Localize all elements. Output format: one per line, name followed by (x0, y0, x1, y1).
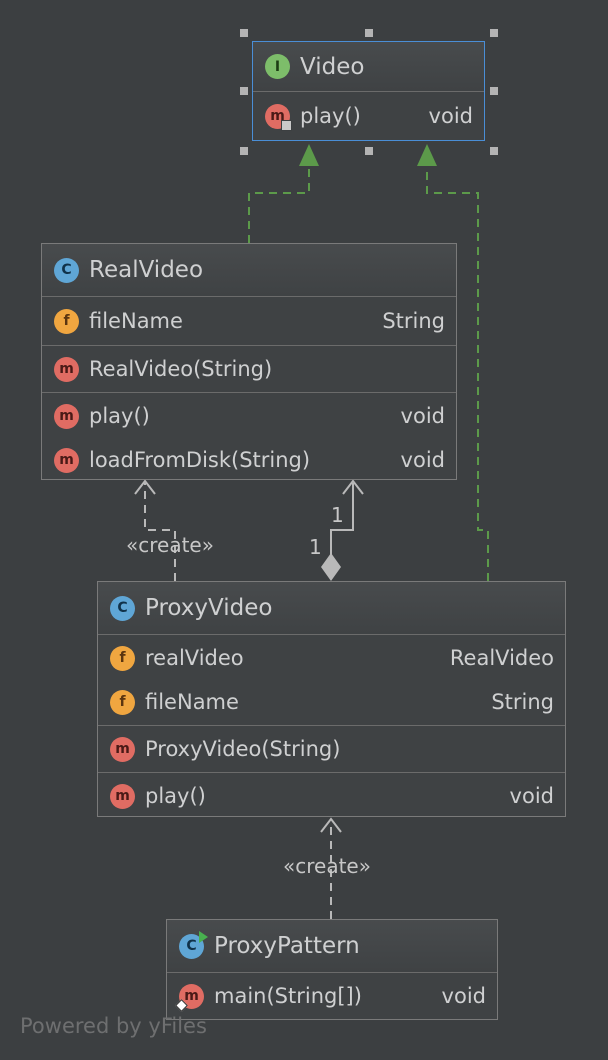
field-row[interactable]: f fileName String (42, 299, 456, 343)
method-icon: m (265, 103, 292, 131)
field-type: RealVideo (449, 646, 554, 670)
field-type: String (491, 690, 554, 714)
selection-handle[interactable] (240, 29, 248, 37)
method-row[interactable]: m play() void (253, 92, 484, 140)
composition-edge-proxyvideo-realvideo[interactable] (321, 479, 364, 581)
class-title: Video (300, 53, 365, 80)
field-row[interactable]: f realVideo RealVideo (98, 636, 565, 680)
method-icon: m (110, 783, 135, 809)
class-title: ProxyVideo (145, 595, 273, 621)
selection-handle[interactable] (490, 87, 498, 95)
method-row[interactable]: m play() void (98, 774, 565, 818)
selection-handle[interactable] (365, 29, 373, 37)
method-icon: m (54, 403, 79, 429)
method-name: play() (89, 404, 150, 428)
constructor-row[interactable]: m ProxyVideo(String) (98, 727, 565, 771)
constructor-name: RealVideo(String) (89, 357, 273, 381)
class-header: C ProxyPattern (167, 920, 497, 973)
methods-section: m play() void (98, 773, 565, 819)
method-icon: m (54, 356, 79, 382)
method-row[interactable]: m loadFromDisk(String) void (42, 438, 456, 482)
selection-handle[interactable] (240, 87, 248, 95)
selection-handle[interactable] (365, 147, 373, 155)
method-icon: m (54, 447, 79, 473)
field-icon: f (110, 689, 135, 715)
method-icon: m (179, 983, 204, 1009)
constructor-row[interactable]: m RealVideo(String) (42, 347, 456, 391)
field-name: fileName (145, 690, 239, 714)
constructor-name: ProxyVideo(String) (145, 737, 341, 761)
method-name: main(String[]) (214, 984, 362, 1008)
field-type: String (382, 309, 445, 333)
method-name: play() (300, 104, 361, 128)
method-icon: m (110, 736, 135, 762)
method-row[interactable]: m play() void (42, 394, 456, 438)
create-stereotype-label: «create» (126, 533, 214, 557)
realization-edge-realvideo-video[interactable] (248, 144, 319, 243)
class-header: C RealVideo (42, 244, 456, 297)
field-icon: f (54, 308, 79, 334)
methods-section: m main(String[]) void (167, 973, 497, 1019)
powered-by-watermark: Powered by yFiles (20, 1014, 207, 1038)
field-icon: f (110, 645, 135, 671)
class-header: C ProxyVideo (98, 582, 565, 635)
runnable-class-icon: C (179, 930, 208, 959)
class-node-realvideo[interactable]: C RealVideo f fileName String m RealVide… (41, 243, 457, 480)
method-name: play() (145, 784, 206, 808)
create-dependency-edge-proxyvideo-realvideo[interactable] (134, 479, 176, 581)
multiplicity-label: 1 (331, 503, 344, 527)
class-title: ProxyPattern (214, 933, 360, 959)
class-icon: C (54, 257, 79, 283)
constructors-section: m ProxyVideo(String) (98, 726, 565, 773)
create-dependency-edge-proxypattern-proxyvideo[interactable] (320, 817, 342, 919)
create-stereotype-label: «create» (283, 854, 371, 878)
selection-handle[interactable] (490, 29, 498, 37)
constructors-section: m RealVideo(String) (42, 346, 456, 393)
class-node-video[interactable]: I Video m play() void (252, 41, 485, 141)
selection-handle[interactable] (240, 147, 248, 155)
interface-icon: I (265, 54, 290, 79)
fields-section: f realVideo RealVideo f fileName String (98, 635, 565, 726)
fields-section: f fileName String (42, 297, 456, 346)
field-row[interactable]: f fileName String (98, 680, 565, 724)
method-return-type: void (509, 784, 554, 808)
method-return-type: void (400, 448, 445, 472)
method-return-type: void (441, 984, 486, 1008)
multiplicity-label: 1 (309, 535, 322, 559)
class-icon: C (110, 595, 135, 621)
method-return-type: void (428, 104, 473, 128)
realization-edge-proxyvideo-video[interactable] (417, 144, 489, 581)
methods-section: m play() void m loadFromDisk(String) voi… (42, 393, 456, 483)
selection-handle[interactable] (490, 147, 498, 155)
method-row[interactable]: m main(String[]) void (167, 974, 497, 1018)
class-header: I Video (253, 42, 484, 92)
class-node-proxyvideo[interactable]: C ProxyVideo f realVideo RealVideo f fil… (97, 581, 566, 817)
class-title: RealVideo (89, 257, 204, 283)
methods-section: m play() void (253, 92, 484, 140)
class-node-proxypattern[interactable]: C ProxyPattern m main(String[]) void (166, 919, 498, 1020)
method-return-type: void (400, 404, 445, 428)
field-name: fileName (89, 309, 183, 333)
field-name: realVideo (145, 646, 244, 670)
method-name: loadFromDisk(String) (89, 448, 311, 472)
